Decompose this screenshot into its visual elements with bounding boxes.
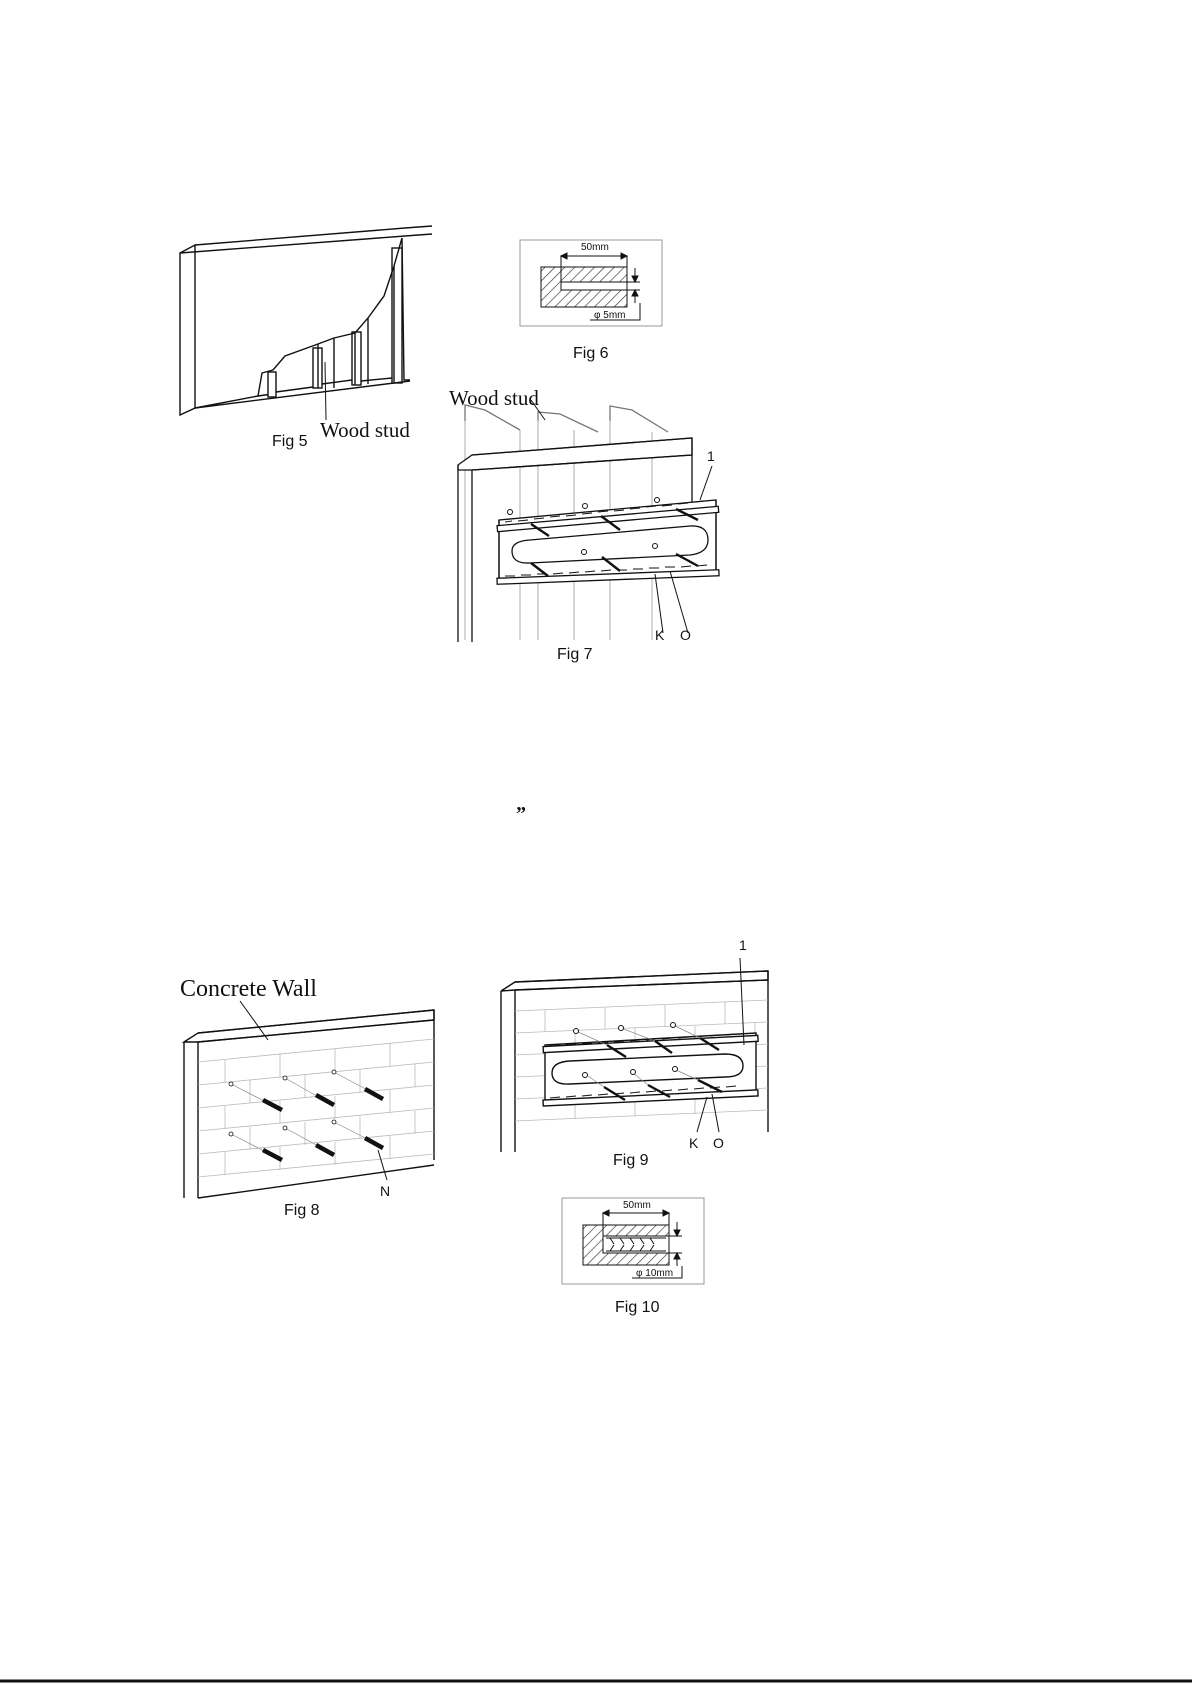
fig9-caption: Fig 9 [613, 1153, 649, 1169]
stray-quote-mark: ” [516, 804, 526, 824]
fig7-wood-stud-label: Wood stud [449, 388, 539, 409]
fig9-callout-plate: 1 [739, 938, 747, 952]
fig7-callout-plate: 1 [707, 449, 715, 463]
fig7-callout-o: O [680, 628, 691, 642]
fig7-caption: Fig 7 [557, 647, 593, 663]
fig8-caption: Fig 8 [284, 1203, 320, 1219]
fig7-plate-on-studs [458, 400, 719, 642]
fig7-callout-k: K [655, 628, 664, 642]
fig10-width-dimension: 50mm [623, 1201, 651, 1211]
fig9-plate-on-concrete [501, 958, 768, 1152]
fig9-callout-o: O [713, 1136, 724, 1150]
fig10-caption: Fig 10 [615, 1300, 659, 1316]
fig9-callout-k: K [689, 1136, 698, 1150]
fig6-caption: Fig 6 [573, 346, 609, 362]
fig10-diameter-dimension: φ 10mm [636, 1269, 673, 1279]
fig8-concrete-wall-label: Concrete Wall [180, 977, 317, 1001]
fig6-width-dimension: 50mm [581, 243, 609, 253]
fig5-wood-stud-label: Wood stud [320, 420, 410, 441]
fig8-concrete-wall [184, 1001, 434, 1198]
fig6-diameter-dimension: φ 5mm [594, 311, 625, 321]
fig5-caption: Fig 5 [272, 434, 308, 450]
fig8-callout-n: N [380, 1184, 390, 1198]
fig5-wall-drawing [180, 226, 432, 420]
